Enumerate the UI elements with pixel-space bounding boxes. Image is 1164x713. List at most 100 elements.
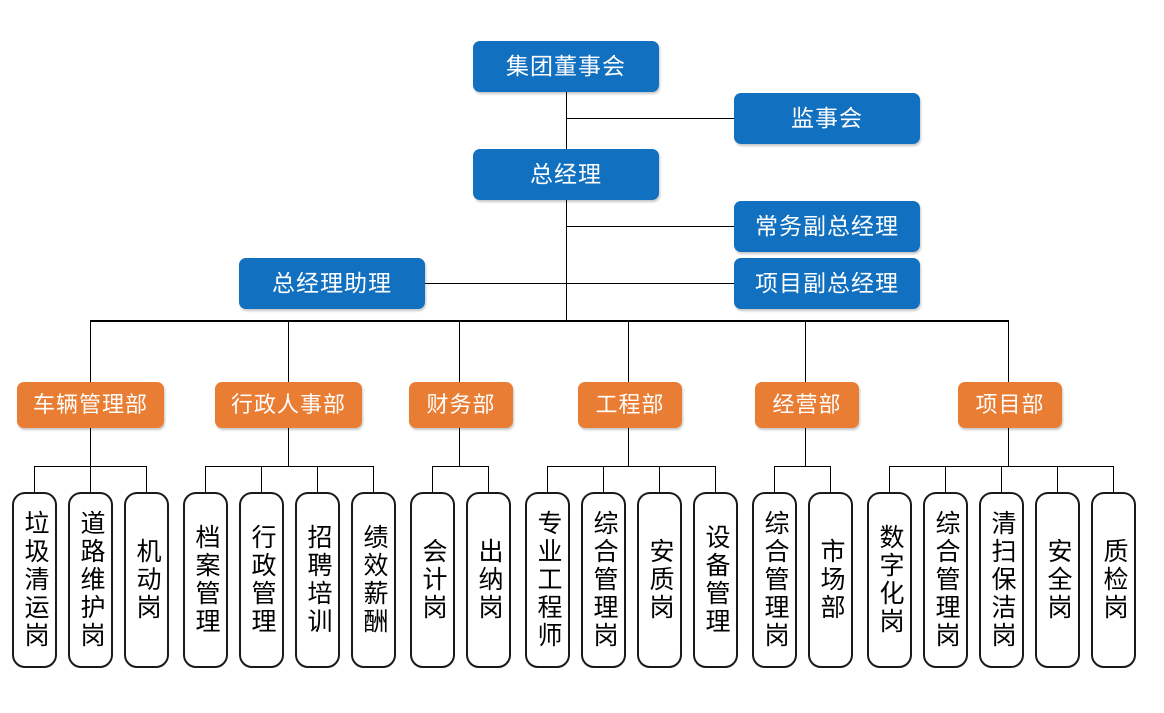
leaf-position-box[interactable]: 机动岗 [124, 492, 169, 668]
connector-vehicle-leaf-1 [90, 466, 91, 492]
leaf-position-box[interactable]: 综合管理岗 [752, 492, 797, 668]
connector-engineering-leaf-1 [603, 466, 604, 492]
connector-drop-finance [459, 320, 460, 382]
connector-department-bar [90, 320, 1009, 322]
leaf-position-box[interactable]: 出纳岗 [466, 492, 511, 668]
leaf-position-label: 机动岗 [133, 538, 161, 622]
node-supervisor-label: 监事会 [791, 105, 863, 131]
leaf-position-label: 数字化岗 [876, 524, 904, 636]
connector-finance-bracket [432, 466, 489, 467]
node-department-project[interactable]: 项目部 [958, 382, 1062, 428]
node-board-label: 集团董事会 [506, 53, 626, 79]
leaf-position-box[interactable]: 安全岗 [1035, 492, 1080, 668]
leaf-position-box[interactable]: 质检岗 [1091, 492, 1136, 668]
node-gm-assistant-label: 总经理助理 [272, 270, 392, 296]
node-executive-vice-president-label: 常务副总经理 [755, 213, 899, 239]
leaf-position-label: 道路维护岗 [77, 510, 105, 650]
connector-operations-leaf-1 [830, 466, 831, 492]
connector-gm-to-project-vp [566, 283, 734, 284]
leaf-position-box[interactable]: 档案管理 [183, 492, 228, 668]
leaf-position-label: 质检岗 [1100, 538, 1128, 622]
connector-project-leaf-0 [889, 466, 890, 492]
leaf-position-label: 市场部 [817, 538, 845, 622]
connector-engineering-leaf-0 [547, 466, 548, 492]
connector-operations-stem [805, 428, 806, 466]
connector-project-leaf-2 [1001, 466, 1002, 492]
connector-project-leaf-4 [1113, 466, 1114, 492]
node-gm-assistant[interactable]: 总经理助理 [239, 258, 425, 309]
connector-engineering-stem [628, 428, 629, 466]
connector-adminhr-leaf-2 [317, 466, 318, 492]
leaf-position-label: 招聘培训 [304, 524, 332, 636]
node-department-engineering[interactable]: 工程部 [578, 382, 682, 428]
connector-vehicle-stem [90, 428, 91, 466]
connector-operations-leaf-0 [774, 466, 775, 492]
connector-gm-spine [566, 200, 567, 321]
node-department-vehicle[interactable]: 车辆管理部 [17, 382, 164, 428]
node-department-vehicle-label: 车辆管理部 [32, 392, 148, 417]
node-supervisor[interactable]: 监事会 [734, 93, 920, 144]
node-general-manager-label: 总经理 [530, 161, 602, 187]
leaf-position-label: 设备管理 [702, 524, 730, 636]
leaf-position-label: 垃圾清运岗 [21, 510, 49, 650]
leaf-position-label: 出纳岗 [475, 538, 503, 622]
leaf-position-box[interactable]: 会计岗 [410, 492, 455, 668]
connector-operations-bracket [774, 466, 831, 467]
leaf-position-box[interactable]: 垃圾清运岗 [12, 492, 57, 668]
connector-vehicle-leaf-0 [34, 466, 35, 492]
node-project-vice-president[interactable]: 项目副总经理 [734, 258, 920, 309]
connector-drop-admin-hr [288, 320, 289, 382]
leaf-position-label: 综合管理岗 [590, 510, 618, 650]
node-department-admin-hr[interactable]: 行政人事部 [215, 382, 362, 428]
node-department-finance[interactable]: 财务部 [409, 382, 513, 428]
node-department-operations-label: 经营部 [772, 392, 842, 417]
node-board[interactable]: 集团董事会 [473, 41, 659, 92]
leaf-position-box[interactable]: 设备管理 [693, 492, 738, 668]
leaf-position-box[interactable]: 综合管理岗 [923, 492, 968, 668]
connector-adminhr-stem [288, 428, 289, 466]
node-department-engineering-label: 工程部 [595, 392, 665, 417]
node-department-operations[interactable]: 经营部 [755, 382, 859, 428]
leaf-position-label: 专业工程师 [534, 510, 562, 650]
leaf-position-box[interactable]: 绩效薪酬 [351, 492, 396, 668]
connector-adminhr-bracket [205, 466, 374, 467]
connector-drop-vehicle [90, 320, 91, 382]
connector-project-leaf-1 [945, 466, 946, 492]
node-project-vice-president-label: 项目副总经理 [755, 270, 899, 296]
node-department-admin-hr-label: 行政人事部 [230, 392, 346, 417]
connector-adminhr-leaf-0 [205, 466, 206, 492]
connector-finance-leaf-0 [432, 466, 433, 492]
node-executive-vice-president[interactable]: 常务副总经理 [734, 201, 920, 252]
connector-engineering-leaf-2 [659, 466, 660, 492]
leaf-position-box[interactable]: 专业工程师 [525, 492, 570, 668]
leaf-position-box[interactable]: 行政管理 [239, 492, 284, 668]
leaf-position-box[interactable]: 安质岗 [637, 492, 682, 668]
leaf-position-label: 会计岗 [419, 538, 447, 622]
leaf-position-box[interactable]: 道路维护岗 [68, 492, 113, 668]
node-department-project-label: 项目部 [975, 392, 1045, 417]
leaf-position-box[interactable]: 综合管理岗 [581, 492, 626, 668]
connector-adminhr-leaf-1 [261, 466, 262, 492]
leaf-position-box[interactable]: 清扫保洁岗 [979, 492, 1024, 668]
connector-project-stem [1008, 428, 1009, 466]
leaf-position-label: 综合管理岗 [932, 510, 960, 650]
leaf-position-label: 安质岗 [646, 538, 674, 622]
connector-board-to-supervisor [566, 118, 734, 119]
leaf-position-box[interactable]: 数字化岗 [867, 492, 912, 668]
leaf-position-label: 行政管理 [248, 524, 276, 636]
connector-gm-to-exec-vp [566, 226, 734, 227]
leaf-position-label: 档案管理 [192, 524, 220, 636]
node-general-manager[interactable]: 总经理 [473, 149, 659, 200]
connector-project-leaf-3 [1057, 466, 1058, 492]
leaf-position-box[interactable]: 招聘培训 [295, 492, 340, 668]
leaf-position-label: 安全岗 [1044, 538, 1072, 622]
connector-drop-engineering [628, 320, 629, 382]
leaf-position-label: 综合管理岗 [761, 510, 789, 650]
leaf-position-label: 绩效薪酬 [360, 524, 388, 636]
leaf-position-box[interactable]: 市场部 [808, 492, 853, 668]
connector-drop-project [1008, 320, 1009, 382]
connector-drop-operations [805, 320, 806, 382]
connector-engineering-leaf-3 [715, 466, 716, 492]
connector-adminhr-leaf-3 [373, 466, 374, 492]
